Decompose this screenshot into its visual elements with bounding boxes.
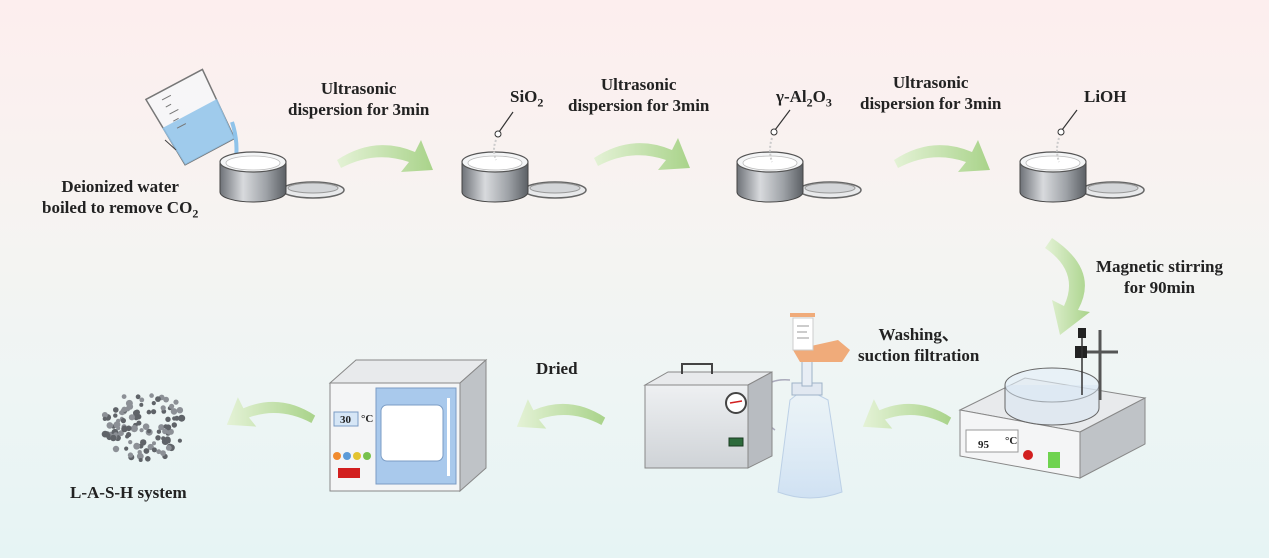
bowl-icon-2 [461, 151, 587, 203]
particle [174, 415, 180, 421]
bowl-icon-1 [219, 151, 345, 203]
lioh-label: LiOH [1084, 87, 1127, 106]
alumina-label: γ-Al2O3 [776, 87, 832, 110]
particle [151, 409, 157, 415]
particle [173, 399, 179, 405]
particle [121, 406, 128, 412]
particle [170, 408, 178, 415]
particle [110, 434, 117, 442]
particle [146, 429, 152, 434]
particle [178, 414, 186, 422]
particle [139, 428, 144, 433]
particle [121, 394, 127, 399]
particle [142, 423, 150, 431]
particle [133, 410, 140, 417]
arrow-down [1045, 238, 1090, 335]
particle [137, 450, 142, 455]
particle [176, 407, 184, 414]
beaker-icon [144, 68, 239, 166]
spatula-icon-2 [769, 109, 791, 163]
particle [156, 429, 162, 434]
arrow-6 [226, 397, 316, 427]
arrow-5 [516, 399, 606, 429]
particle [135, 394, 141, 400]
oven-icon [328, 358, 488, 493]
particle [119, 410, 124, 415]
particle [113, 407, 119, 413]
arrow-1 [337, 140, 433, 172]
deionized-water-label: Deionized water boiled to remove CO2 [42, 177, 199, 221]
particle [125, 434, 130, 439]
particle [160, 450, 166, 456]
arrow-2 [594, 138, 690, 170]
ultrasonic-label-2: Ultrasonic dispersion for 3min [568, 75, 710, 115]
particle [106, 422, 114, 429]
particle [163, 424, 168, 429]
particle [156, 449, 162, 455]
particle [162, 428, 168, 435]
oven-temp-unit: °C [361, 413, 374, 425]
oven-temp-value: 30 [340, 414, 351, 426]
particle [177, 438, 182, 443]
particle [120, 418, 126, 424]
product-label: L-A-S-H system [70, 483, 187, 502]
particle [165, 416, 171, 422]
particle [155, 435, 161, 441]
magnetic-stirrer-icon [958, 328, 1147, 479]
vacuum-pump-icon [643, 363, 773, 469]
particle [113, 421, 121, 429]
particle [102, 416, 107, 421]
particle [139, 402, 144, 407]
washing-filtration-label: Washing、 suction filtration [858, 325, 980, 365]
particle [139, 397, 145, 403]
particle [145, 456, 151, 462]
ultrasonic-label-3: Ultrasonic dispersion for 3min [860, 73, 1002, 113]
magnetic-stirring-label: Magnetic stirring for 90min [1096, 257, 1223, 297]
particle [149, 393, 154, 398]
particle [133, 442, 141, 450]
ultrasonic-label-1: Ultrasonic dispersion for 3min [288, 79, 430, 119]
particle [113, 413, 118, 418]
arrow-3 [894, 140, 990, 172]
particle [155, 396, 161, 402]
particle [124, 446, 129, 451]
bowl-icon-3 [736, 151, 862, 203]
particle [158, 424, 165, 431]
particle [136, 420, 142, 426]
sio2-label: SiO2 [510, 87, 544, 110]
particle [121, 425, 128, 433]
particle [152, 441, 156, 446]
arrow-4 [862, 399, 952, 429]
particle [165, 445, 172, 451]
particle [127, 452, 134, 458]
particle [105, 432, 111, 439]
particle [146, 409, 152, 415]
spatula-icon-1 [493, 111, 514, 161]
particle [128, 440, 133, 445]
particle [164, 436, 171, 443]
spatula-icon-3 [1056, 109, 1078, 163]
particle [101, 412, 108, 418]
particle [171, 422, 177, 428]
particle [151, 401, 156, 406]
particle [143, 448, 150, 454]
stirrer-temp-value: 95 [978, 439, 989, 451]
particle [169, 403, 175, 409]
particle [163, 396, 170, 403]
particle [136, 452, 144, 460]
particle [130, 425, 138, 433]
particle [112, 445, 120, 453]
particle [118, 430, 124, 437]
particle [147, 443, 154, 451]
particle [151, 447, 157, 453]
particle [138, 458, 143, 462]
stirrer-temp-unit: °C [1005, 435, 1018, 447]
filtration-flask-icon [761, 313, 850, 499]
dried-label: Dried [536, 359, 578, 378]
particle-cluster-icon [101, 393, 186, 462]
particle [160, 405, 166, 411]
bowl-icon-4 [1019, 151, 1145, 203]
particle [128, 414, 135, 421]
